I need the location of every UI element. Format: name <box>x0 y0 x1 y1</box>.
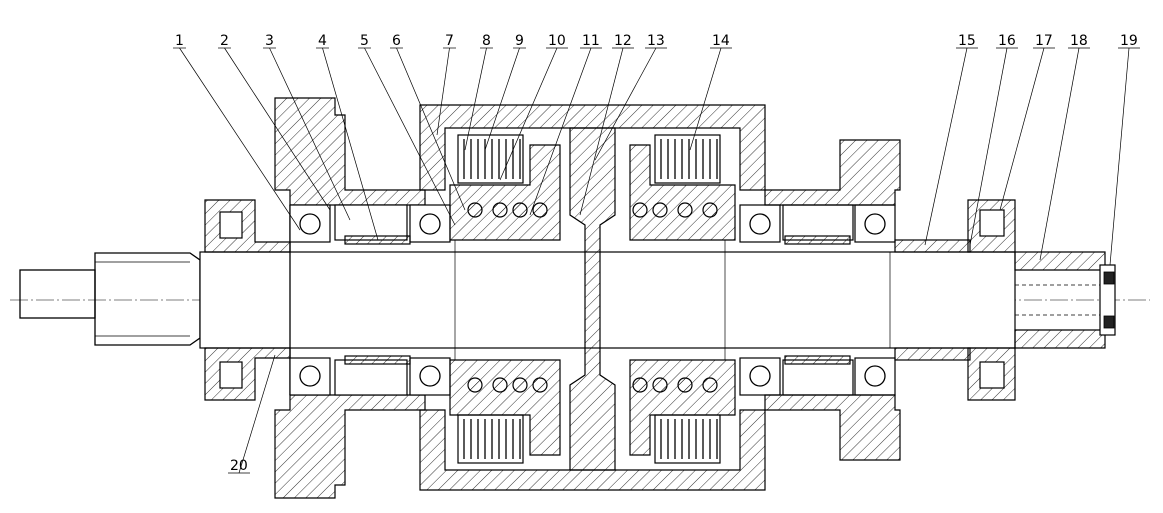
left-bearings <box>289 204 451 396</box>
disc-spring-stacks <box>457 134 721 464</box>
part-label-10: 10 <box>548 33 566 49</box>
right-housing-flange <box>764 139 901 461</box>
coil-spring-section <box>532 202 548 218</box>
leader-line-4 <box>322 47 379 241</box>
part-label-1: 1 <box>175 33 184 49</box>
part-label-20: 20 <box>230 458 248 474</box>
part-label-16: 16 <box>998 33 1016 49</box>
coil-spring-section <box>467 202 483 218</box>
coil-spring-section <box>632 377 648 393</box>
part-label-18: 18 <box>1070 33 1088 49</box>
left-shaft-stub <box>19 252 201 346</box>
leader-line-9 <box>484 47 520 151</box>
coil-spring-section <box>702 377 718 393</box>
part-label-7: 7 <box>445 33 454 49</box>
part-label-13: 13 <box>647 33 665 49</box>
leader-line-1 <box>179 47 301 231</box>
leader-line-7 <box>436 47 450 136</box>
leader-line-3 <box>269 47 351 221</box>
rotary-joint <box>1014 251 1116 349</box>
coil-spring-section <box>652 377 668 393</box>
coil-spring-section <box>702 202 718 218</box>
coil-spring-section <box>532 377 548 393</box>
coil-spring-section <box>512 202 528 218</box>
part-label-12: 12 <box>614 33 632 49</box>
part-label-3: 3 <box>265 33 274 49</box>
coil-spring-section <box>677 377 693 393</box>
part-label-9: 9 <box>515 33 524 49</box>
right-bearings <box>739 204 896 396</box>
part-label-2: 2 <box>220 33 229 49</box>
leader-line-2 <box>224 47 331 211</box>
coil-spring-section <box>652 202 668 218</box>
leader-line-15 <box>924 47 968 246</box>
part-label-15: 15 <box>958 33 976 49</box>
coil-spring-section <box>512 377 528 393</box>
part-label-6: 6 <box>392 33 401 49</box>
part-label-8: 8 <box>482 33 491 49</box>
leader-line-11 <box>529 47 592 216</box>
part-label-14: 14 <box>712 33 730 49</box>
part-label-4: 4 <box>318 33 327 49</box>
part-label-11: 11 <box>582 33 600 49</box>
leader-line-8 <box>464 47 487 151</box>
coil-spring-section <box>492 202 508 218</box>
leader-line-14 <box>689 47 722 151</box>
part-label-17: 17 <box>1035 33 1053 49</box>
main-shaft <box>199 240 1016 360</box>
leader-line-13 <box>594 47 657 161</box>
coil-spring-section <box>492 377 508 393</box>
coil-spring-section <box>632 202 648 218</box>
leader-line-5 <box>364 47 456 226</box>
leader-line-16 <box>969 47 1008 246</box>
part-label-19: 19 <box>1120 33 1138 49</box>
coil-spring-section <box>467 377 483 393</box>
coil-spring-section <box>677 202 693 218</box>
leader-line-17 <box>999 47 1045 211</box>
leader-line-12 <box>579 47 624 216</box>
leader-line-10 <box>499 47 558 181</box>
central-housing <box>419 104 766 491</box>
leader-line-19 <box>1109 47 1130 266</box>
leader-lines <box>173 47 1140 474</box>
leader-line-20 <box>238 354 276 474</box>
coil-springs <box>467 202 718 393</box>
part-label-5: 5 <box>360 33 369 49</box>
right-end-cap <box>967 199 1016 401</box>
leader-line-6 <box>396 47 466 211</box>
leader-line-18 <box>1039 47 1080 261</box>
spring-lines <box>463 139 718 459</box>
